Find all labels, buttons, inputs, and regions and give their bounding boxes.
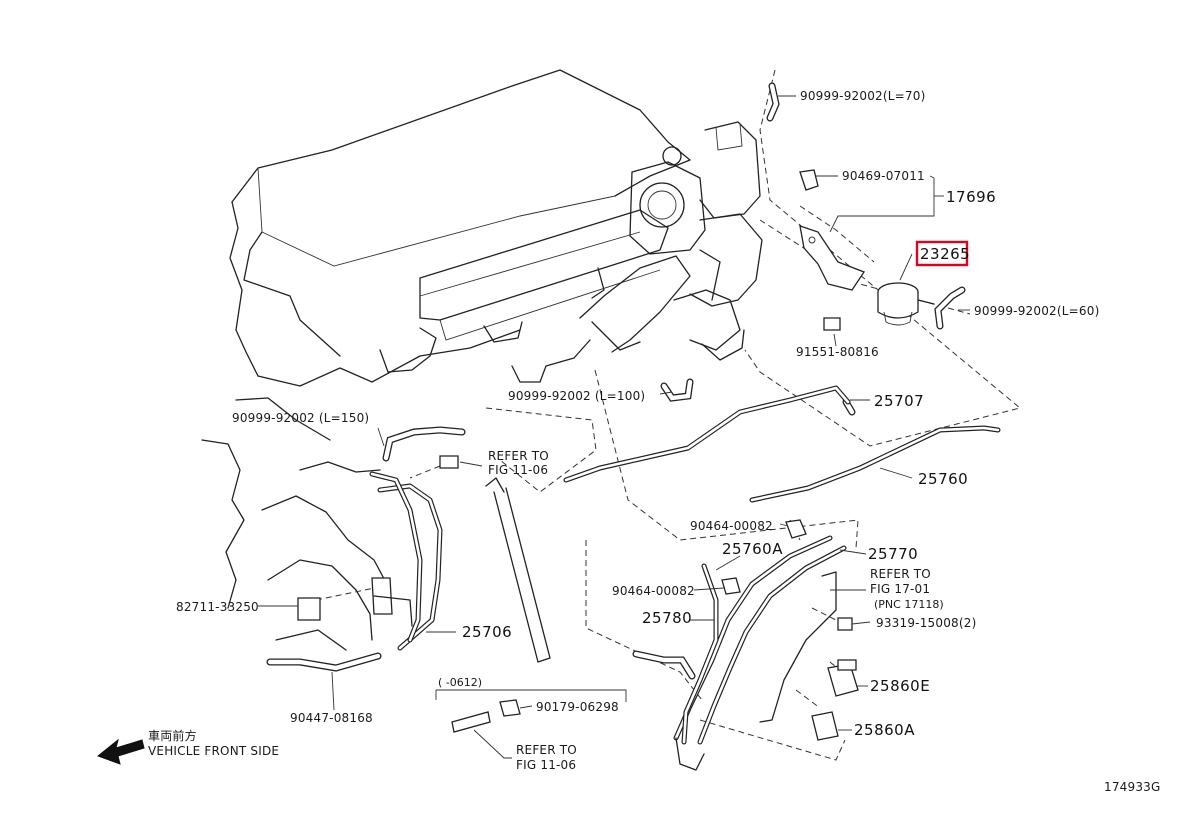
label-bracket-17696[interactable]: 17696 [946, 188, 996, 206]
label-valve-25860a[interactable]: 25860A [854, 721, 915, 739]
label-part-23265[interactable]: 23265 [920, 245, 970, 263]
label-hose-90447[interactable]: 90447-08168 [290, 711, 373, 725]
label-refer-1701-pnc[interactable]: (PNC 17118) [874, 598, 944, 611]
label-refer-1701-line2[interactable]: FIG 17-01 [870, 582, 930, 596]
label-pipe-25760[interactable]: 25760 [918, 470, 968, 488]
label-refer-1106-a-line1[interactable]: REFER TO [488, 449, 549, 463]
leader-lines [258, 95, 970, 759]
label-refer-1106-a-line2[interactable]: FIG 11-06 [488, 463, 548, 477]
label-sensor-82711[interactable]: 82711-33250 [176, 600, 259, 614]
label-front-jp: 車両前方 [148, 728, 197, 743]
label-clamp-90464-b[interactable]: 90464-00082 [612, 584, 695, 598]
label-pipe-25707[interactable]: 25707 [874, 392, 924, 410]
label-refer-1701-line1[interactable]: REFER TO [870, 567, 931, 581]
label-hose-l150[interactable]: 90999-92002 (L=150) [232, 411, 369, 425]
label-valve-25860e[interactable]: 25860E [870, 677, 930, 695]
label-refer-1106-b-line2[interactable]: FIG 11-06 [516, 758, 576, 772]
label-hose-l70[interactable]: 90999-92002(L=70) [800, 89, 925, 103]
label-bolt-93319[interactable]: 93319-15008(2) [876, 616, 976, 630]
label-clip-90469[interactable]: 90469-07011 [842, 169, 925, 183]
label-refer-1106-b-line1[interactable]: REFER TO [516, 743, 577, 757]
pipes [369, 385, 1001, 771]
label-hose-l60[interactable]: 90999-92002(L=60) [974, 304, 1099, 318]
label-pipe-25760a[interactable]: 25760A [722, 540, 783, 558]
transmission-drawing [201, 439, 391, 651]
label-figure-id: 174933G [1104, 780, 1161, 794]
label-nut-90179[interactable]: 90179-06298 [536, 700, 619, 714]
label-front-en: VEHICLE FRONT SIDE [148, 744, 279, 758]
highlight-box-23265 [915, 240, 969, 267]
vehicle-front-arrow-icon [96, 738, 145, 765]
label-pipe-25780[interactable]: 25780 [642, 609, 692, 627]
label-hose-l100[interactable]: 90999-92002 (L=100) [508, 389, 645, 403]
engine-block-drawing [229, 69, 763, 441]
label-bolt-91551[interactable]: 91551-80816 [796, 345, 879, 359]
part-labels: 90999-92002(L=70) 90469-07011 17696 2326… [148, 89, 1161, 794]
label-clamp-90464-a[interactable]: 90464-00082 [690, 519, 773, 533]
small-parts [297, 169, 935, 741]
label-pipe-25706[interactable]: 25706 [462, 623, 512, 641]
label-date-range: ( -0612) [438, 676, 482, 689]
label-pipe-25770[interactable]: 25770 [868, 545, 918, 563]
